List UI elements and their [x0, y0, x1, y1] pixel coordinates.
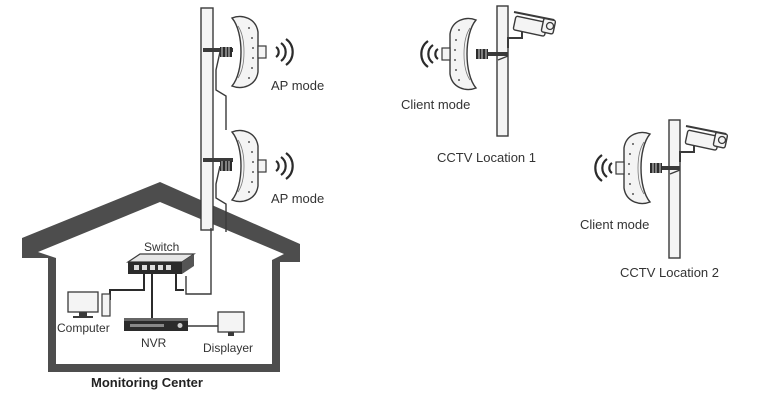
cctv-location-1-label: CCTV Location 1 [437, 150, 536, 165]
ap-pole [200, 7, 233, 231]
nvr-recorder-icon [124, 318, 188, 331]
network-switch-icon [126, 253, 196, 274]
client-antenna-2 [615, 131, 663, 205]
camera-cable-1 [497, 55, 509, 61]
ap-antenna-top [219, 15, 267, 89]
cctv-camera-icon [507, 11, 557, 49]
computer-label: Computer [57, 321, 110, 335]
monitor-icon [217, 311, 245, 336]
monitoring-center-label: Monitoring Center [91, 375, 203, 390]
wifi-signal-icon [420, 39, 440, 69]
wifi-signal-icon [594, 153, 614, 183]
ap-antenna-bottom [219, 129, 267, 203]
ap-mode-label-top: AP mode [271, 78, 325, 93]
client-antenna-1 [441, 17, 489, 91]
cctv-camera-icon [679, 125, 729, 163]
client-mode-label-2: Client mode [580, 217, 650, 232]
camera-cable-2 [669, 169, 681, 175]
desktop-computer-icon [67, 291, 111, 318]
ap-mode-label-bottom: AP mode [271, 191, 325, 206]
nvr-label: NVR [141, 336, 167, 350]
wifi-signal-icon [274, 37, 294, 67]
cctv-pole-1 [476, 5, 509, 137]
cctv-pole-2 [652, 119, 681, 259]
ap-cables [185, 51, 227, 295]
switch-label: Switch [144, 240, 180, 254]
cctv-location-2-label: CCTV Location 2 [620, 265, 719, 280]
client-mode-label-1: Client mode [401, 97, 471, 112]
displayer-label: Displayer [203, 341, 254, 355]
wifi-signal-icon [274, 151, 294, 181]
